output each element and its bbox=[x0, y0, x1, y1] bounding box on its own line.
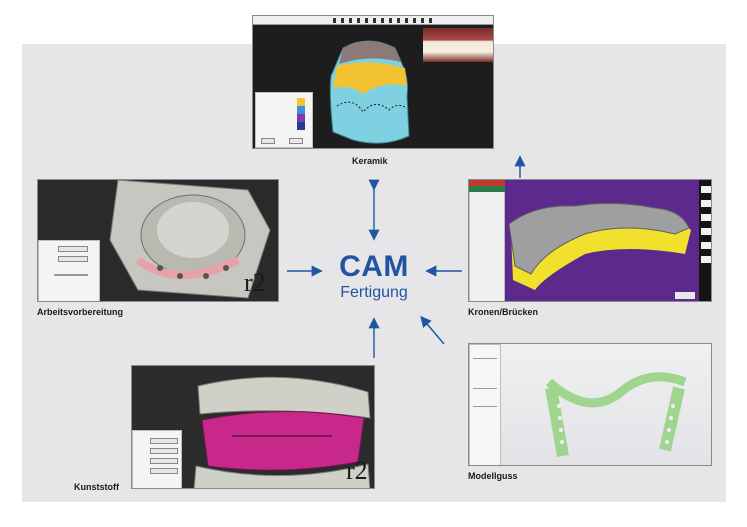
keramik-screenshot bbox=[252, 15, 494, 149]
kronen-screenshot bbox=[468, 179, 712, 302]
keramik-dialog-button[interactable] bbox=[289, 138, 303, 144]
keramik-teeth-photo bbox=[423, 28, 493, 62]
keramik-tooth-model bbox=[329, 40, 410, 144]
center-title: CAM bbox=[339, 250, 409, 283]
kronen-label: Kronen/Brücken bbox=[468, 307, 539, 317]
arrow-modellguss-cam bbox=[420, 315, 445, 345]
kunststoff-r2-watermark: r2 bbox=[346, 456, 368, 485]
kronen-side-panel bbox=[469, 180, 505, 301]
kunststoff-dialog-button[interactable] bbox=[150, 448, 178, 454]
kunststoff-denture-model bbox=[193, 376, 371, 488]
arbeitsvorbereitung-label: Arbeitsvorbereitung bbox=[37, 307, 124, 317]
keramik-tool-icons bbox=[333, 18, 433, 23]
arbeitsvorbereitung-dialog-button[interactable] bbox=[58, 246, 88, 252]
modellguss-side-panel bbox=[469, 344, 501, 465]
kunststoff-dialog-button[interactable] bbox=[150, 438, 178, 444]
modellguss-label: Modellguss bbox=[468, 471, 518, 481]
center-subtitle: Fertigung bbox=[340, 284, 408, 301]
modellguss-panel-line bbox=[473, 388, 497, 389]
keramik-label: Keramik bbox=[352, 156, 388, 166]
kronen-tool-icons bbox=[701, 186, 711, 266]
modellguss-screenshot bbox=[468, 343, 712, 466]
kunststoff-dialog-button[interactable] bbox=[150, 458, 178, 464]
modellguss-panel-line bbox=[473, 406, 497, 407]
kronen-bridge-model bbox=[508, 202, 691, 290]
arbeitsvorbereitung-r2-watermark: r2 bbox=[244, 268, 266, 297]
kunststoff-dialog-button[interactable] bbox=[150, 468, 178, 474]
arbeitsvorbereitung-screenshot: r2 bbox=[37, 179, 279, 302]
keramik-dialog-button[interactable] bbox=[261, 138, 275, 144]
keramik-color-swatches bbox=[297, 98, 305, 130]
kronen-logo-icon bbox=[675, 292, 695, 299]
modellguss-frame-model bbox=[545, 372, 687, 458]
modellguss-panel-line bbox=[473, 358, 497, 359]
arbeitsvorbereitung-model bbox=[109, 180, 271, 299]
kunststoff-screenshot: r2 bbox=[131, 365, 375, 489]
kronen-side-panel-header bbox=[469, 180, 505, 192]
arbeitsvorbereitung-dialog-button[interactable] bbox=[58, 256, 88, 262]
kunststoff-label: Kunststoff bbox=[74, 482, 119, 492]
arbeitsvorbereitung-slider[interactable] bbox=[54, 274, 88, 276]
